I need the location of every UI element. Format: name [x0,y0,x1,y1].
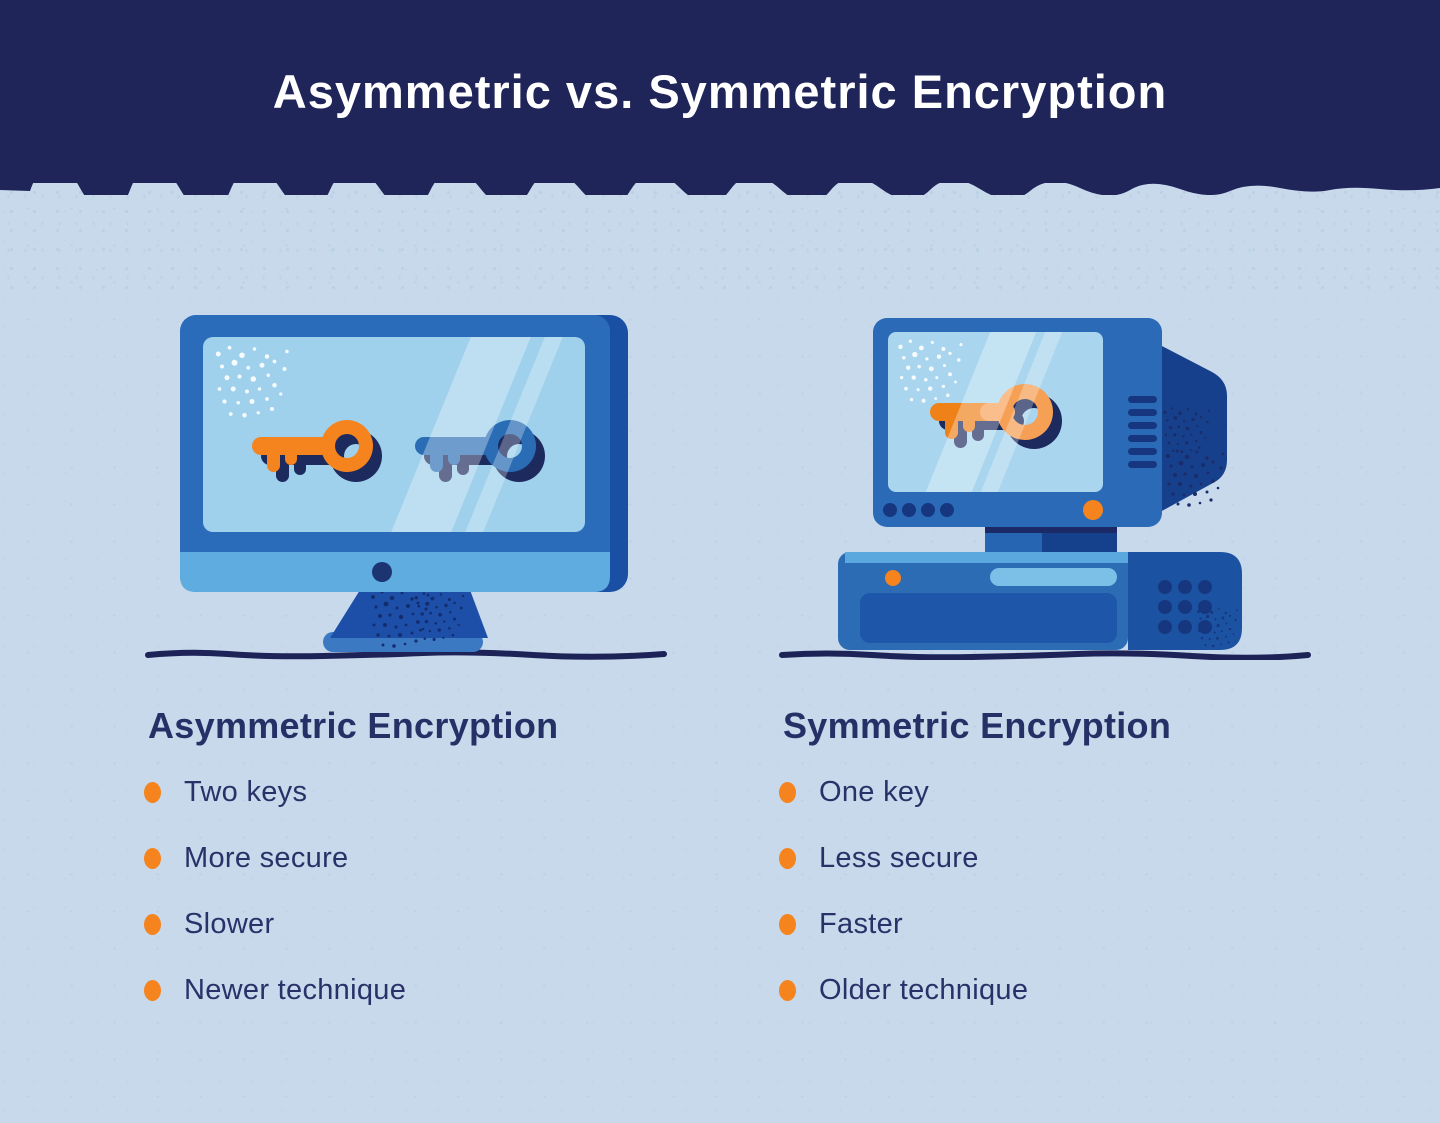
bullet-icon [144,979,161,1001]
monitor-neck [985,527,1117,553]
list-item: Older technique [775,957,1335,1023]
list-item: Faster [775,891,1335,957]
bullet-icon [144,781,161,803]
bullet-label: Newer technique [184,973,407,1006]
asymmetric-section: Asymmetric Encryption Two keys More secu… [140,300,700,1023]
bullet-label: More secure [184,841,349,874]
bullet-icon [779,913,796,935]
camera-dot [372,562,392,582]
crt-rear-body [1160,345,1227,512]
asymmetric-heading: Asymmetric Encryption [148,705,559,746]
background-texture-band [0,183,1440,298]
list-item: More secure [140,825,700,891]
header-banner: Asymmetric vs. Symmetric Encryption [0,0,1440,183]
symmetric-section: Symmetric Encryption One key Less secure… [775,300,1335,1023]
bullet-icon [144,847,161,869]
asymmetric-bullet-list: Two keys More secure Slower Newer techni… [140,759,700,1023]
torn-paper-edge [0,183,1440,195]
front-panel [860,593,1117,643]
bullet-icon [779,979,796,1001]
ground-line [779,650,1311,660]
list-item: Two keys [140,759,700,825]
symmetric-heading: Symmetric Encryption [783,705,1172,746]
list-item: One key [775,759,1335,825]
list-item: Newer technique [140,957,700,1023]
indicator-light [885,570,901,586]
list-item: Less secure [775,825,1335,891]
bullet-label: Older technique [819,973,1029,1006]
bullet-label: Two keys [184,775,308,808]
bullet-icon [779,781,796,803]
imac-monitor-illustration [145,315,667,660]
retro-computer-illustration [779,318,1311,660]
symmetric-bullet-list: One key Less secure Faster Older techniq… [775,759,1335,1023]
bullet-label: Slower [184,907,275,940]
disk-slot [990,568,1117,586]
bullet-icon [144,913,161,935]
ground-line [145,649,667,660]
bullet-icon [779,847,796,869]
bullet-label: Faster [819,907,903,940]
power-light [1083,500,1103,520]
page-title: Asymmetric vs. Symmetric Encryption [272,65,1168,118]
list-item: Slower [140,891,700,957]
bullet-label: One key [819,775,930,808]
monitor-chin [180,552,610,592]
base-unit [838,552,1242,650]
bullet-label: Less secure [819,841,979,874]
